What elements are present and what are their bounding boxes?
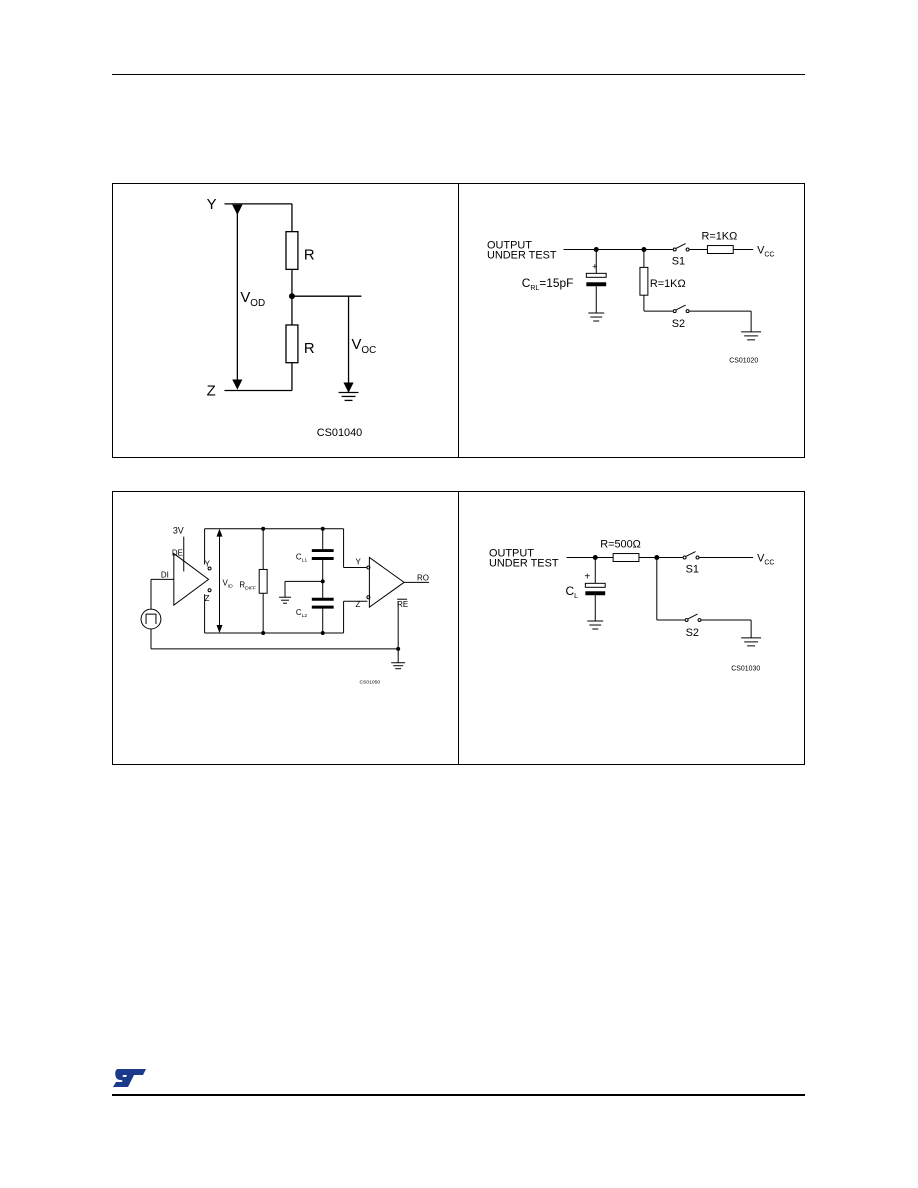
receiver-enable-schematic: OUTPUT UNDER TEST R=500Ω + CL S1 S2 VCC … [489, 539, 774, 673]
label-r-top: R [304, 247, 315, 263]
figure-code: CS01030 [731, 666, 760, 673]
svg-text:VCC: VCC [757, 244, 774, 258]
label-s1: S1 [672, 255, 685, 267]
label-s2: S2 [672, 318, 685, 330]
vod-voc-schematic: Y Z R R VOD VOC CS01040 [207, 197, 377, 439]
label-cl-sub: L [574, 593, 578, 600]
label-3v: 3V [173, 526, 184, 536]
label-z-receiver: Z [355, 600, 360, 609]
svg-text:CRL=15pF: CRL=15pF [522, 276, 574, 292]
label-crl-value: =15pF [539, 276, 573, 290]
receiver-triangle [368, 556, 405, 609]
label-y-receiver: Y [355, 557, 361, 566]
label-vod-sub: OD [250, 298, 265, 309]
figure-receiver-enable-test-circuit: OUTPUT UNDER TEST R=500Ω + CL S1 S2 VCC … [458, 491, 805, 765]
rdiff-resistor [258, 568, 268, 594]
label-rdiff-sub: DIFF [245, 585, 256, 591]
label-vid: V [222, 578, 228, 587]
driver-receiver-schematic: 3V DE DI Y Z VID RDIFF CL1 CL2 Y Z RO RE… [140, 526, 429, 686]
label-ro: RO [417, 573, 429, 582]
driver-triangle [173, 552, 210, 607]
resistor-horizontal [706, 245, 734, 254]
label-vod: V [240, 290, 250, 306]
header-rule [112, 74, 805, 75]
label-z: Z [205, 594, 210, 603]
label-crl-sub: RL [530, 285, 539, 292]
resistor-bottom [285, 324, 299, 364]
label-y: Y [205, 559, 211, 568]
svg-text:CL: CL [565, 584, 578, 600]
label-di: DI [161, 570, 169, 579]
label-cl1: C [296, 553, 302, 562]
label-cl2: C [296, 608, 302, 617]
label-cl2-sub: L2 [302, 613, 308, 619]
svg-text:CL1: CL1 [296, 553, 307, 564]
footer-rule [112, 1094, 805, 1096]
label-s1: S1 [686, 563, 699, 575]
label-r-top: R=1KΩ [701, 231, 737, 243]
svg-text:VCC: VCC [757, 552, 774, 566]
svg-text:VOD: VOD [240, 290, 265, 309]
label-de: DE [172, 549, 183, 558]
label-r-mid: R=1KΩ [650, 278, 686, 290]
label-r: R=500Ω [600, 539, 641, 551]
st-logo-icon [113, 1069, 146, 1087]
label-r-bottom: R [304, 341, 315, 357]
output-label-line2: UNDER TEST [487, 249, 557, 261]
label-voc-sub: OC [361, 345, 376, 356]
output-label-line2: UNDER TEST [489, 557, 559, 569]
label-vcc-sub: CC [764, 251, 774, 258]
output-label-line1: OUTPUT [489, 548, 534, 560]
label-rdiff: R [239, 580, 245, 589]
cap-plus: + [584, 571, 590, 582]
label-vid-sub: ID [228, 583, 233, 589]
resistor-500 [612, 553, 640, 562]
label-crl: C [522, 276, 531, 290]
label-y: Y [207, 197, 217, 213]
label-vcc: V [757, 244, 765, 256]
resistor-vertical [639, 266, 649, 296]
resistor-top [285, 231, 299, 271]
label-cl1-sub: L1 [302, 557, 308, 563]
figure-code: CS01040 [317, 427, 362, 439]
figure-vod-voc-test-circuit: Y Z R R VOD VOC CS01040 [112, 183, 460, 458]
pulse-generator [140, 608, 162, 630]
svg-text:VOC: VOC [352, 337, 377, 356]
figure-code: CS01020 [729, 358, 758, 365]
driver-enable-schematic: OUTPUT UNDER TEST + CRL=15pF R=1KΩ R=1KΩ… [487, 231, 774, 365]
label-vcc-sub: CC [764, 559, 774, 566]
label-voc: V [352, 337, 362, 353]
cap-plus: + [592, 261, 597, 271]
svg-text:CL2: CL2 [296, 608, 307, 619]
figure-differential-driver-receiver-circuit: 3V DE DI Y Z VID RDIFF CL1 CL2 Y Z RO RE… [112, 491, 460, 765]
svg-text:VID: VID [222, 578, 233, 589]
label-z: Z [207, 383, 216, 399]
label-vcc: V [757, 552, 765, 564]
svg-text:RDIFF: RDIFF [239, 580, 256, 591]
figure-driver-enable-test-circuit: OUTPUT UNDER TEST + CRL=15pF R=1KΩ R=1KΩ… [458, 183, 805, 458]
label-cl: C [565, 584, 574, 598]
label-re: RE [397, 600, 408, 609]
figure-code: CS01050 [359, 680, 380, 686]
output-label-line1: OUTPUT [487, 240, 532, 252]
label-s2: S2 [686, 627, 699, 639]
